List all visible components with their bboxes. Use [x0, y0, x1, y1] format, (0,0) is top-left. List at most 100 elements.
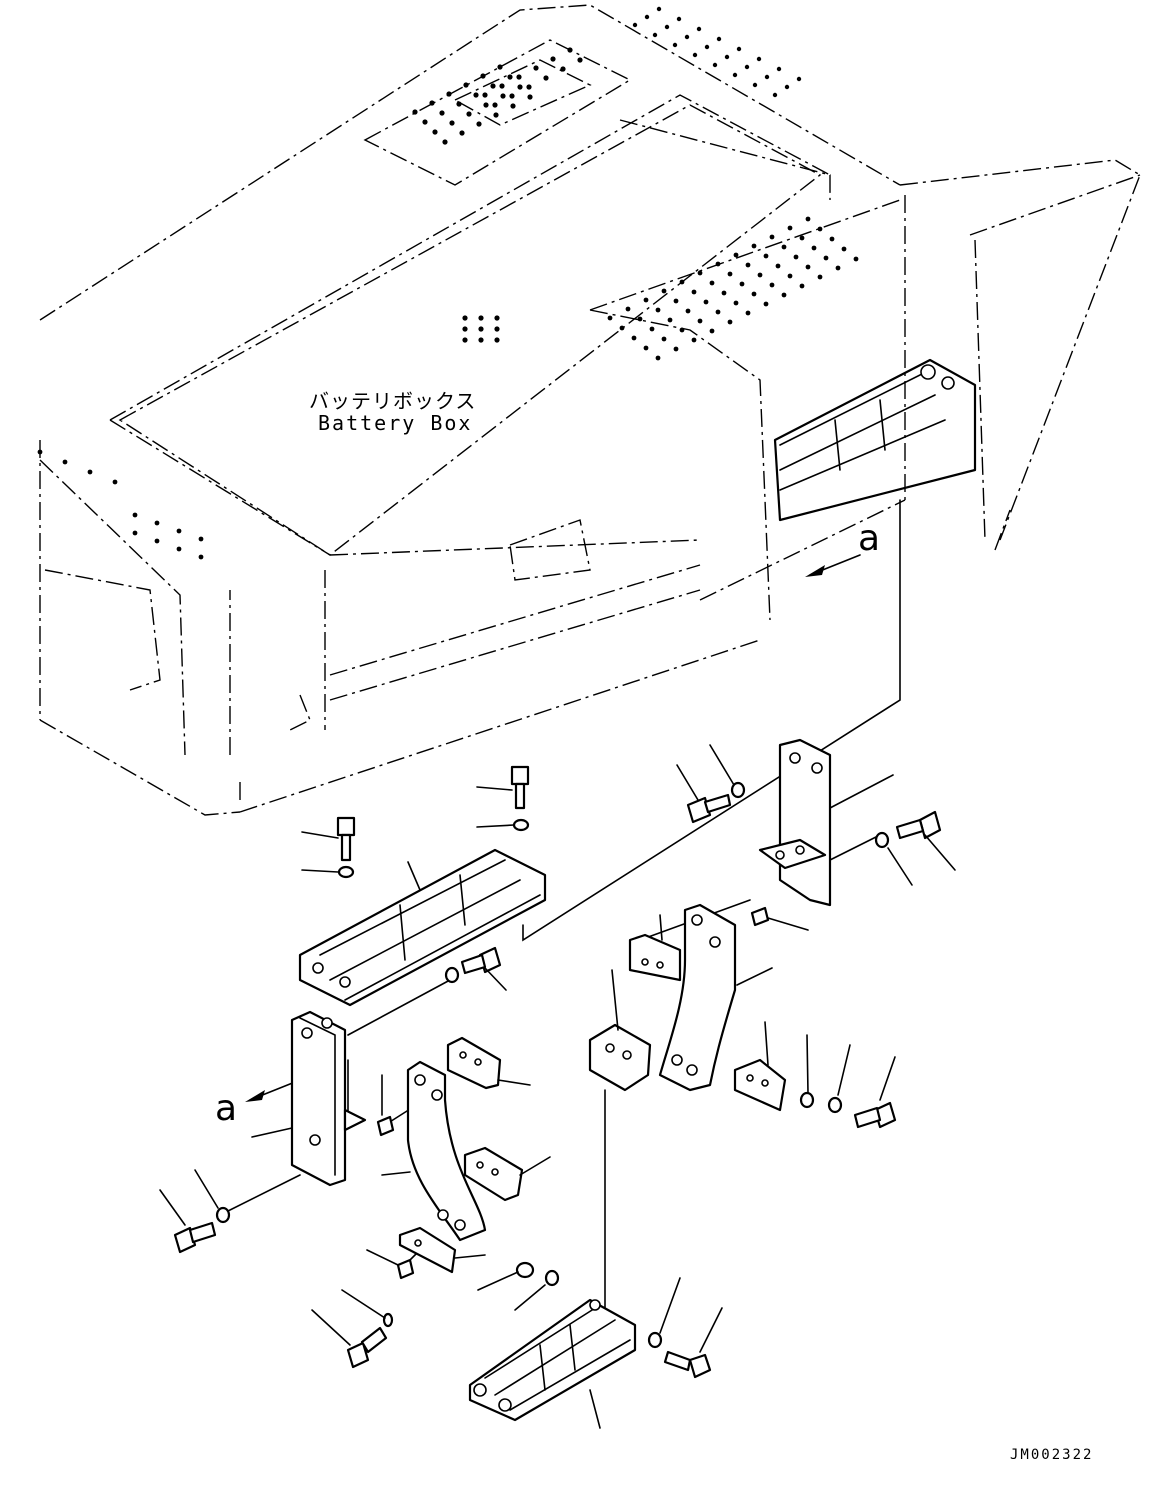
clamp-block: [588, 1023, 652, 1092]
spacer-icon: [376, 1115, 395, 1137]
perforation-dot: [656, 6, 662, 12]
washer-icon: [215, 1206, 231, 1224]
perforation-dot: [442, 139, 448, 145]
perforation-dot: [607, 315, 613, 321]
perforation-dot: [763, 301, 769, 307]
perforation-dot: [422, 119, 428, 125]
nut-icon: [515, 1261, 535, 1279]
perforation-dot: [567, 47, 573, 53]
perforation-dot: [494, 315, 500, 321]
perforation-dot: [643, 345, 649, 351]
installed-step-upper: [773, 358, 977, 522]
perforation-dot: [673, 346, 679, 352]
perforation-dot: [543, 75, 549, 81]
perforation-dot: [776, 66, 782, 72]
perforation-dot: [697, 318, 703, 324]
washer-icon: [337, 865, 355, 879]
perforation-dot: [715, 309, 721, 315]
perforation-dot: [655, 307, 661, 313]
bolt-icon: [895, 810, 942, 840]
perforation-dot: [494, 326, 500, 332]
perforation-dot: [550, 56, 556, 62]
perforation-dot: [462, 326, 468, 332]
nut-icon: [799, 1091, 815, 1109]
perforation-dot: [499, 83, 505, 89]
perforation-dot: [739, 281, 745, 287]
stay-right: [658, 903, 737, 1092]
perforation-dot: [631, 335, 637, 341]
perforation-dot: [649, 326, 655, 332]
bolt-icon: [460, 946, 502, 975]
perforation-dot: [652, 32, 658, 38]
spacer-icon: [750, 906, 770, 927]
perforation-dot: [560, 66, 566, 72]
perforation-dot: [87, 469, 93, 475]
stay-left: [406, 1060, 487, 1242]
perforation-dot: [412, 109, 418, 115]
perforation-dot: [751, 291, 757, 297]
perforation-dot: [673, 298, 679, 304]
perforation-dot: [696, 26, 702, 32]
perforation-dots: [37, 6, 859, 560]
perforation-dot: [692, 52, 698, 58]
perforation-dot: [176, 546, 182, 552]
perforation-dot: [62, 459, 68, 465]
perforation-dot: [721, 290, 727, 296]
perforation-dot: [619, 325, 625, 331]
machine-body-outline: [39, 4, 1141, 816]
view-arrow-upper: [805, 554, 861, 577]
plate-small-3: [398, 1226, 457, 1274]
perforation-dot: [829, 236, 835, 242]
battery-box-label-jp: バッテリボックス: [309, 389, 477, 413]
perforation-dot: [679, 327, 685, 333]
perforation-dot: [449, 120, 455, 126]
perforation-dot: [625, 306, 631, 312]
perforation-dot: [784, 84, 790, 90]
perforation-dot: [510, 103, 516, 109]
washer-icon: [874, 831, 890, 849]
perforation-dot: [198, 536, 204, 542]
perforation-dot: [632, 22, 638, 28]
perforation-dot: [745, 262, 751, 268]
perforation-dot: [527, 94, 533, 100]
perforation-dot: [661, 336, 667, 342]
bolt-icon: [510, 765, 530, 810]
bolt-icon: [346, 1326, 388, 1369]
perforation-dot: [490, 83, 496, 89]
bolt-icon: [336, 816, 356, 862]
perforation-dot: [817, 274, 823, 280]
perforation-dot: [685, 308, 691, 314]
perforation-dot: [112, 479, 118, 485]
fasteners: [173, 765, 942, 1379]
spacer-icon: [396, 1258, 415, 1280]
perforation-dot: [769, 234, 775, 240]
perforation-dot: [655, 355, 661, 361]
perforation-dot: [751, 243, 757, 249]
step-tread-upper: [298, 848, 547, 1007]
drawing-code: JM002322: [1010, 1447, 1094, 1463]
perforation-dot: [781, 244, 787, 250]
perforation-dot: [483, 102, 489, 108]
battery-box-label-en: Battery Box: [318, 411, 473, 435]
perforation-dot: [480, 73, 486, 79]
perforation-dot: [835, 265, 841, 271]
perforation-dot: [727, 271, 733, 277]
perforation-dot: [764, 74, 770, 80]
perforation-dot: [684, 34, 690, 40]
perforation-dot: [533, 65, 539, 71]
bracket-right-upper: [758, 738, 832, 907]
perforation-dot: [456, 101, 462, 107]
perforation-dot: [736, 46, 742, 52]
perforation-dot: [478, 326, 484, 332]
perforation-dot: [745, 310, 751, 316]
perforation-dot: [154, 520, 160, 526]
perforation-dot: [772, 92, 778, 98]
perforation-dot: [473, 92, 479, 98]
step-tread-lower: [468, 1298, 637, 1422]
perforation-dot: [466, 111, 472, 117]
perforation-dot: [643, 297, 649, 303]
leader-lines: [159, 744, 956, 1429]
perforation-dot: [769, 282, 775, 288]
perforation-dot: [775, 263, 781, 269]
